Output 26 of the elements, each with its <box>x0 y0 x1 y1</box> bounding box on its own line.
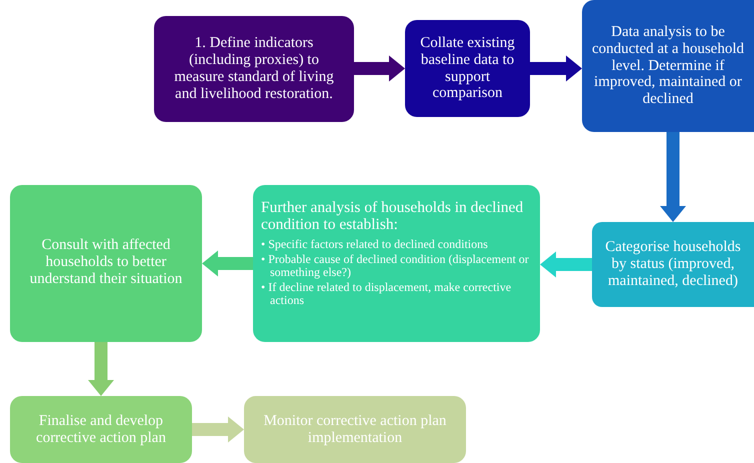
process-box <box>582 0 754 132</box>
process-box <box>10 185 202 342</box>
bullet-item: • If decline related to displacement, make corrective actions <box>261 281 512 308</box>
step-text: Data analysis to be conducted at a household level. Determine if improved, maintained or declined <box>590 24 746 108</box>
step-text: 1. Define indicators (including proxies) to measure standard of living and livelihood restoration. <box>173 35 335 103</box>
step-text: Collate existing baseline data to support comparison <box>419 34 516 102</box>
block-arrow <box>192 416 244 442</box>
process-box <box>405 20 530 117</box>
step-text: Consult with affected households to better understand their situation <box>28 237 184 288</box>
box-heading: Further analysis of households in declined condition to establish: <box>261 199 524 234</box>
process-box <box>253 185 540 342</box>
block-arrow <box>354 56 405 82</box>
process-box <box>592 222 754 307</box>
block-arrow <box>540 252 592 278</box>
process-box <box>154 16 354 122</box>
step-text: Finalise and develop corrective action plan <box>35 412 167 446</box>
process-box <box>10 396 192 463</box>
block-arrow <box>530 56 582 82</box>
block-arrow <box>660 132 686 222</box>
block-arrow <box>88 342 114 396</box>
process-box <box>244 396 466 463</box>
step-text: Monitor corrective action plan implementation <box>262 412 448 446</box>
block-arrow <box>202 250 253 276</box>
bullet-item: • Probable cause of declined condition (displacement or something else?) <box>261 252 530 280</box>
step-text: Categorise households by status (improved, maintained, declined) <box>604 239 742 290</box>
bullet-item: • Specific factors related to declined conditions <box>261 238 489 251</box>
